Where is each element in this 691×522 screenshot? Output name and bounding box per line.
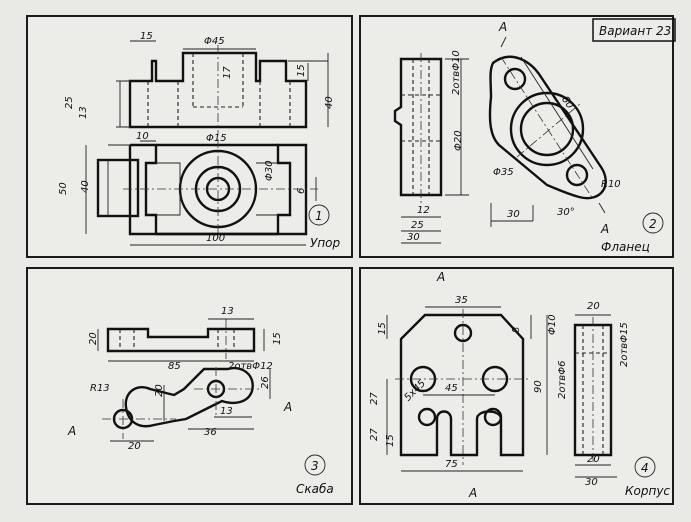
panel-skaba: 13 20 15 85 2отвΦ12 R13 20 26 13 20 36 A… bbox=[26, 267, 353, 505]
panel-number-4: 4 bbox=[641, 461, 649, 475]
dim-upor-depth: 17 bbox=[222, 66, 233, 79]
panel-korpus: 35 15 8 Φ10 2отвΦ6 45 90 27 27 15 5x45 7… bbox=[359, 267, 674, 505]
panel-title-upor: Упор bbox=[310, 236, 341, 250]
dim-flanec-radius: R10 bbox=[601, 179, 621, 190]
dim-upor-plan-height: 50 bbox=[58, 182, 69, 195]
panel-title-skaba: Скаба bbox=[296, 482, 334, 496]
panel-number-1: 1 bbox=[315, 209, 323, 223]
dim-flanec-w25: 25 bbox=[411, 220, 424, 231]
dim-korpus-left-low: 27 bbox=[369, 428, 380, 441]
dim-skaba-bottom-right: 36 bbox=[204, 427, 217, 438]
drawing-korpus: 35 15 8 Φ10 2отвΦ6 45 90 27 27 15 5x45 7… bbox=[369, 270, 670, 500]
panel-title-korpus: Корпус bbox=[625, 484, 670, 498]
panel-flanec: Вариант 23 2отвΦ10 Φ20 12 25 30 60 Φ35 R… bbox=[359, 15, 676, 258]
panel-number-circle-1 bbox=[308, 204, 330, 226]
dim-flanec-holes: 2отвΦ10 bbox=[451, 50, 462, 95]
dim-korpus-bottom: 75 bbox=[445, 459, 458, 470]
korpus-front-view bbox=[395, 309, 531, 465]
section-flanec-top: A bbox=[498, 20, 507, 34]
dim-korpus-left-top: 15 bbox=[377, 322, 388, 335]
dim-upor-left-height: 25 bbox=[64, 96, 75, 109]
dim-upor-left-small: 13 bbox=[78, 106, 89, 119]
dim-skaba-thick: 20 bbox=[88, 332, 99, 345]
dim-skaba-right-h: 26 bbox=[260, 376, 271, 389]
dim-flanec-angle: 30° bbox=[557, 207, 575, 218]
dim-korpus-right-small: 8 bbox=[511, 327, 522, 333]
dim-flanec-w30: 30 bbox=[407, 232, 420, 243]
section-skaba-right: A bbox=[283, 400, 292, 414]
dim-skaba-length: 85 bbox=[168, 361, 181, 372]
dim-flanec-phi-inner: Φ20 bbox=[453, 130, 464, 151]
section-flanec-bottom: A bbox=[600, 222, 609, 236]
upor-plan-view bbox=[96, 139, 318, 241]
panel-number-3: 3 bbox=[311, 459, 319, 473]
dim-upor-height-total: 40 bbox=[324, 96, 335, 109]
dim-korpus-side-bottom: 20 bbox=[587, 454, 600, 465]
dim-korpus-side-top: 20 bbox=[587, 301, 600, 312]
dim-flanec-small: 12 bbox=[417, 205, 430, 216]
dim-upor-phi-bore: Φ15 bbox=[206, 133, 227, 144]
dim-upor-height-small: 15 bbox=[296, 64, 307, 77]
dim-flanec-base: 30 bbox=[507, 209, 520, 220]
dim-skaba-top: 13 bbox=[221, 306, 234, 317]
dim-skaba-small: 13 bbox=[220, 406, 233, 417]
skaba-front-view bbox=[102, 366, 260, 439]
dim-upor-phi-top: Φ45 bbox=[204, 36, 225, 47]
panel-number-2: 2 bbox=[649, 217, 657, 231]
dim-upor-plan-left: 10 bbox=[136, 131, 149, 142]
dim-flanec-phi-big: Φ35 bbox=[493, 167, 514, 178]
dim-korpus-holes-a: 2отвΦ6 bbox=[557, 361, 568, 399]
drawing-upor: 15 Φ45 15 40 25 13 17 10 Φ15 Φ30 50 40 6… bbox=[58, 31, 341, 250]
dim-korpus-phi10: Φ10 bbox=[547, 314, 558, 335]
dim-upor-top-width: 15 bbox=[140, 31, 153, 42]
dim-upor-plan-slot: 40 bbox=[80, 180, 91, 193]
dim-korpus-side-holes: 2отвΦ15 bbox=[619, 322, 630, 367]
dim-korpus-side-base: 30 bbox=[585, 477, 598, 488]
dim-skaba-radius: R13 bbox=[90, 383, 110, 394]
section-korpus-top: A bbox=[436, 270, 445, 284]
dim-korpus-top: 35 bbox=[455, 295, 468, 306]
drawing-flanec: Вариант 23 2отвΦ10 Φ20 12 25 30 60 Φ35 R… bbox=[393, 18, 676, 254]
panel-upor: 15 Φ45 15 40 25 13 17 10 Φ15 Φ30 50 40 6… bbox=[26, 15, 353, 258]
panel-number-circle-2 bbox=[642, 212, 664, 234]
flanec-side-view bbox=[393, 53, 443, 203]
section-skaba-left: A bbox=[67, 424, 76, 438]
panel-number-circle-3 bbox=[304, 454, 326, 476]
dim-skaba-holes: 2отвΦ12 bbox=[228, 361, 273, 372]
section-korpus-bottom: A bbox=[468, 486, 477, 500]
dim-skaba-bottom-left: 20 bbox=[128, 441, 141, 452]
dim-skaba-right: 15 bbox=[272, 332, 283, 345]
dim-upor-phi-boss: Φ30 bbox=[264, 160, 275, 181]
flanec-front-view bbox=[488, 36, 607, 214]
korpus-side-view bbox=[573, 317, 613, 465]
dim-korpus-left-bot: 15 bbox=[385, 434, 396, 447]
dim-korpus-height-total: 90 bbox=[533, 380, 544, 393]
dim-korpus-left-mid: 27 bbox=[369, 392, 380, 405]
skaba-top-view bbox=[106, 319, 256, 359]
drawing-skaba: 13 20 15 85 2отвΦ12 R13 20 26 13 20 36 A… bbox=[67, 306, 334, 496]
dim-upor-length: 100 bbox=[206, 233, 225, 244]
variant-label: Вариант 23 bbox=[599, 24, 671, 38]
dim-skaba-vert: 20 bbox=[154, 384, 165, 397]
panel-title-flanec: Фланец bbox=[601, 240, 650, 254]
panel-number-circle-4 bbox=[634, 456, 656, 478]
upor-front-view bbox=[128, 45, 308, 135]
dim-korpus-center: 45 bbox=[445, 383, 458, 394]
dim-upor-right-gap: 6 bbox=[296, 188, 307, 194]
